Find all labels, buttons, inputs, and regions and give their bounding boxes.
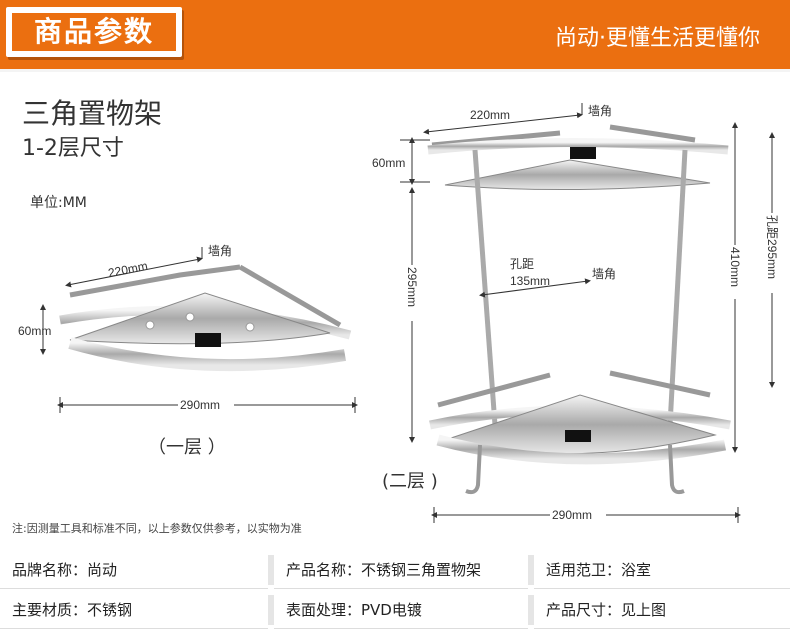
width-top-label: 220mm: [470, 108, 510, 122]
height-total-label: 410mm: [728, 247, 742, 287]
hook-left: [465, 444, 482, 495]
width-bottom-label-bg: [178, 397, 234, 413]
section-tag: 商品参数: [6, 7, 182, 57]
hole-value: 135mm: [510, 274, 550, 288]
bottom-drain-slot: [565, 430, 591, 442]
height-rail-label: 295mm: [405, 267, 419, 307]
brand-cell: 品牌名称：尚动: [0, 551, 268, 589]
spec-divider: [268, 555, 274, 585]
width-top-line: [65, 256, 203, 288]
drain-hole: [145, 320, 155, 330]
product-title: 三角置物架: [22, 97, 163, 130]
shelf-tray: [69, 292, 331, 345]
top-shelf-tray: [444, 159, 711, 191]
width-bottom-label: 290mm: [552, 508, 592, 522]
corner-label: 墙角: [208, 244, 232, 258]
width-bottom-label: 290mm: [180, 398, 220, 412]
single-layer-diagram: 220mm 墙角 60mm 290mm （一层 ）: [18, 244, 358, 458]
top-rail: [69, 264, 342, 328]
unit-label: 单位:MM: [30, 195, 87, 211]
spec-row: 主要材质：不锈钢 表面处理：PVD电镀 产品尺寸：见上图: [0, 591, 790, 629]
height-label: 60mm: [18, 324, 51, 338]
hook-right: [668, 444, 685, 495]
double-layer-diagram: 220mm 墙角 60mm 295mm 孔距 135mm 墙角 410mm 孔距…: [372, 103, 780, 523]
drain-hole: [185, 312, 195, 322]
width-bottom-label-bg: [550, 507, 606, 523]
top-shelf-front: [427, 138, 729, 155]
height-total-label-bg: [727, 245, 743, 299]
height-top-label: 60mm: [372, 156, 405, 170]
top-drain-slot: [570, 147, 596, 159]
corner-top-label: 墙角: [588, 104, 612, 118]
product-subtitle: 1-2层尺寸: [22, 136, 124, 161]
finish-cell: 表面处理：PVD电镀: [274, 591, 528, 629]
pole-left: [472, 149, 498, 426]
hole-distance-label: 孔距295mm: [765, 215, 779, 279]
size-cell: 产品尺寸：见上图: [534, 591, 790, 629]
product-name-cell: 产品名称：不锈钢三角置物架: [274, 551, 528, 589]
material-cell: 主要材质：不锈钢: [0, 591, 268, 629]
spec-row: 品牌名称：尚动 产品名称：不锈钢三角置物架 适用范卫：浴室: [0, 551, 790, 589]
hole-distance-line: [479, 278, 591, 298]
usage-cell: 适用范卫：浴室: [534, 551, 790, 589]
bottom-shelf-rail: [437, 370, 711, 408]
hole-distance-label-bg: [764, 213, 780, 293]
spec-divider: [528, 595, 534, 625]
height-rail-label-bg: [405, 265, 419, 321]
bottom-shelf-rim: [436, 434, 727, 465]
layer-two-label: (二层 ): [382, 471, 438, 492]
spec-table: 品牌名称：尚动 产品名称：不锈钢三角置物架 适用范卫：浴室 主要材质：不锈钢 表…: [0, 551, 790, 630]
top-shelf-rail: [431, 124, 696, 148]
header-banner: 商品参数 尚动·更懂生活更懂你: [0, 0, 790, 72]
layer-one-label: （一层 ）: [148, 437, 226, 458]
width-top-line: [423, 112, 583, 135]
hole-label: 孔距: [510, 257, 534, 271]
drain-slot: [195, 333, 221, 347]
width-top-label: 220mm: [107, 259, 149, 280]
spec-divider: [268, 595, 274, 625]
drain-hole: [245, 322, 255, 332]
spec-divider: [528, 555, 534, 585]
pole-right: [667, 149, 688, 426]
disclaimer-note: 注:因测量工具和标准不同，以上参数仅供参考，以实物为准: [12, 522, 302, 535]
bottom-shelf-rim: [68, 337, 347, 372]
section-tag-label: 商品参数: [12, 13, 176, 51]
corner-mid-label: 墙角: [592, 267, 616, 281]
brand-slogan: 尚动·更懂生活更懂你: [555, 26, 760, 51]
